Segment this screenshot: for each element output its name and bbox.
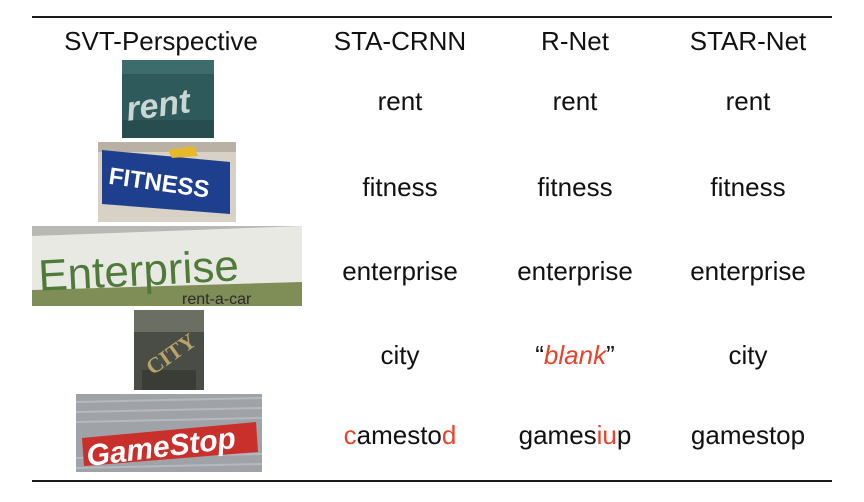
header-svt-perspective: SVT-Perspective — [64, 26, 258, 56]
prediction-text: gamesiup — [519, 420, 632, 450]
correct-segment: fitness — [710, 172, 786, 202]
cell-star-net: enterprise — [660, 256, 836, 287]
prediction-text: gamestop — [691, 420, 805, 450]
cell-star-net: gamestop — [660, 420, 836, 451]
cell-sta-crnn: enterprise — [300, 256, 500, 287]
correct-segment: rent — [552, 86, 598, 116]
svg-text:rent-a-car: rent-a-car — [182, 291, 252, 306]
error-segment: c — [343, 420, 357, 450]
header-sta-crnn: STA-CRNN — [333, 26, 467, 56]
svg-text:Enterprise: Enterprise — [37, 241, 240, 300]
cell-star-net: fitness — [660, 172, 836, 203]
prediction-text: city — [381, 340, 420, 370]
sample-image-rent: rent — [122, 60, 214, 138]
cell-sta-crnn: camestod — [300, 420, 500, 451]
table-row: FITNESS fitness fitness fitness — [0, 142, 864, 224]
bottom-rule — [32, 480, 832, 482]
cell-sta-crnn: city — [300, 340, 500, 371]
cell-r-net: gamesiup — [490, 420, 660, 451]
sample-image-enterprise: Enterprise rent-a-car — [32, 226, 302, 306]
sample-image-fitness: FITNESS — [98, 142, 236, 222]
correct-segment: ” — [606, 340, 615, 370]
cell-star-net: rent — [660, 86, 836, 117]
correct-segment: rent — [725, 86, 771, 116]
cell-r-net: enterprise — [490, 256, 660, 287]
prediction-text: fitness — [362, 172, 437, 202]
correct-segment: “ — [535, 340, 544, 370]
correct-segment: enterprise — [690, 256, 806, 286]
correct-segment: games — [518, 420, 597, 450]
sample-image-gamestop: GameStop — [76, 394, 262, 472]
sample-image-city: CITY — [134, 310, 204, 390]
prediction-text: city — [729, 340, 768, 370]
correct-segment: fitness — [362, 172, 438, 202]
table-row: GameStop camestod gamesiup gamestop — [0, 394, 864, 474]
correct-segment: city — [380, 340, 420, 370]
cell-star-net: city — [660, 340, 836, 371]
correct-segment: rent — [377, 86, 423, 116]
error-segment: d — [441, 420, 457, 450]
prediction-text: rent — [553, 86, 598, 116]
prediction-text: rent — [378, 86, 423, 116]
cell-r-net: rent — [490, 86, 660, 117]
prediction-text: rent — [726, 86, 771, 116]
correct-segment: enterprise — [342, 256, 458, 286]
table-header: SVT-Perspective STA-CRNN R-Net STAR-Net — [0, 20, 864, 64]
error-segment: iu — [596, 420, 617, 450]
correct-segment: gamestop — [690, 420, 806, 450]
top-rule — [32, 16, 832, 18]
correct-segment: city — [728, 340, 768, 370]
prediction-text: “blank” — [535, 340, 615, 370]
prediction-text: enterprise — [517, 256, 633, 286]
table-row: Enterprise rent-a-car enterprise enterpr… — [0, 226, 864, 308]
prediction-text: camestod — [344, 420, 457, 450]
prediction-text: enterprise — [690, 256, 806, 286]
cell-sta-crnn: rent — [300, 86, 500, 117]
table-row: rent rent rent rent — [0, 60, 864, 140]
prediction-text: fitness — [710, 172, 785, 202]
svg-text:rent: rent — [124, 82, 195, 129]
header-r-net: R-Net — [541, 26, 609, 56]
cell-r-net: fitness — [490, 172, 660, 203]
correct-segment: fitness — [537, 172, 613, 202]
prediction-text: fitness — [537, 172, 612, 202]
cell-r-net: “blank” — [490, 340, 660, 371]
cell-sta-crnn: fitness — [300, 172, 500, 203]
correct-segment: enterprise — [517, 256, 633, 286]
correct-segment: p — [616, 420, 632, 450]
correct-segment: amesto — [356, 420, 442, 450]
table-row: CITY city “blank” city — [0, 310, 864, 392]
header-star-net: STAR-Net — [689, 26, 807, 56]
prediction-text: enterprise — [342, 256, 458, 286]
error-segment: blank — [543, 340, 607, 370]
